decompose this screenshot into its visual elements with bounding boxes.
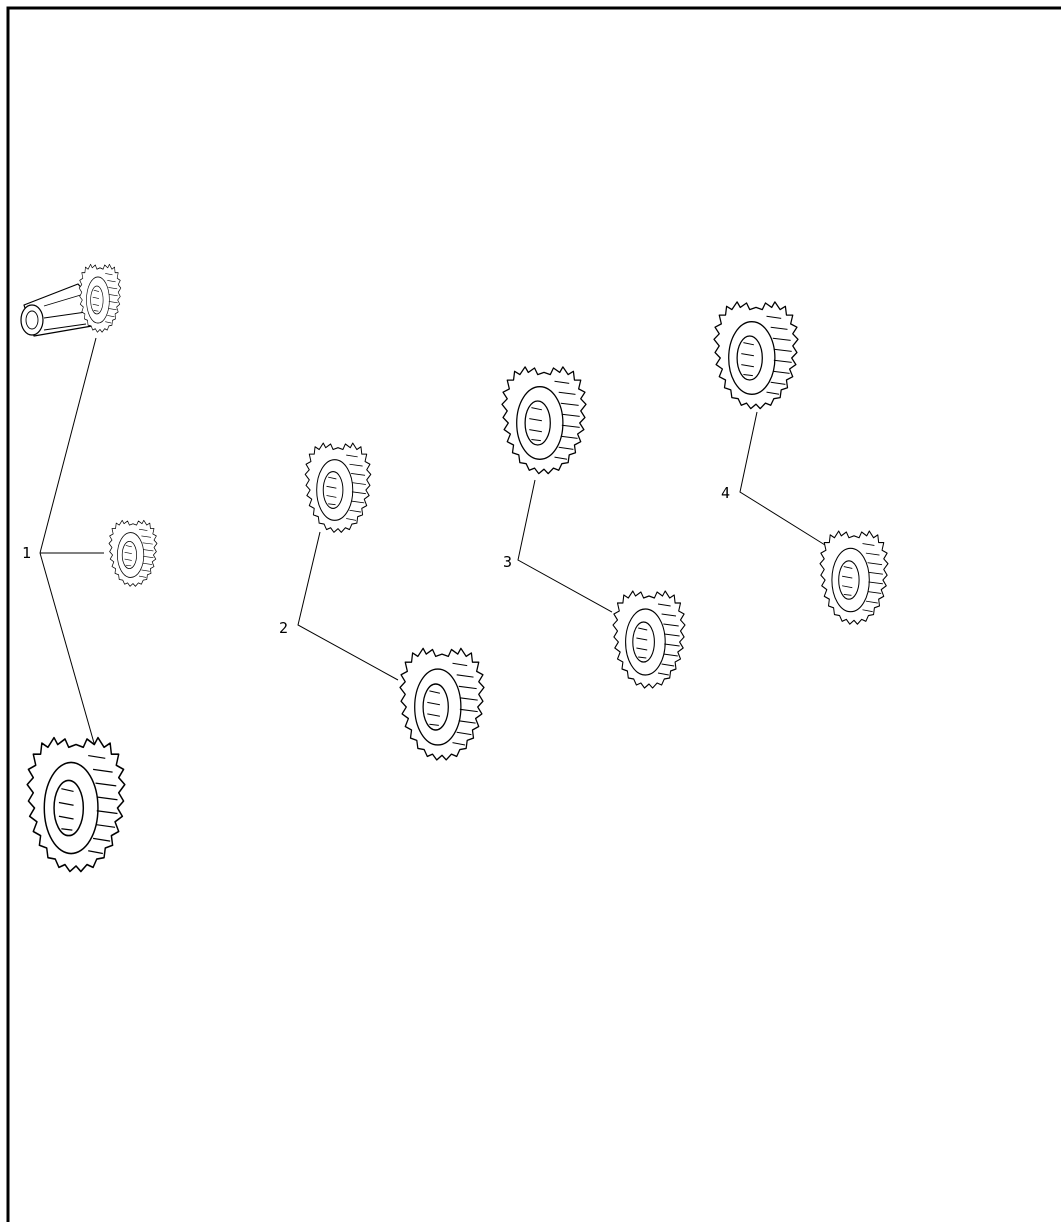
large-gear-1 — [26, 736, 126, 873]
gear-4-lower — [819, 530, 889, 625]
callout-4: 4 — [721, 484, 730, 502]
callout-3: 3 — [503, 553, 512, 571]
leader-lines — [39, 337, 826, 751]
small-gear-1 — [108, 519, 158, 587]
input-shaft-gear — [20, 263, 122, 337]
callout-2: 2 — [279, 619, 288, 637]
gear-4-upper — [713, 301, 799, 410]
leader-1-top — [39, 337, 97, 554]
leader-3 — [517, 479, 613, 613]
gear-2-lower — [399, 647, 485, 761]
callout-1: 1 — [22, 544, 31, 562]
gear-3-lower — [612, 590, 686, 689]
leader-4 — [739, 411, 826, 546]
gear-3-upper — [501, 366, 587, 475]
drawing-frame — [6, 6, 1061, 1222]
leader-1-bottom — [39, 552, 97, 751]
leader-2 — [297, 531, 399, 681]
gear-2-upper — [304, 442, 372, 533]
